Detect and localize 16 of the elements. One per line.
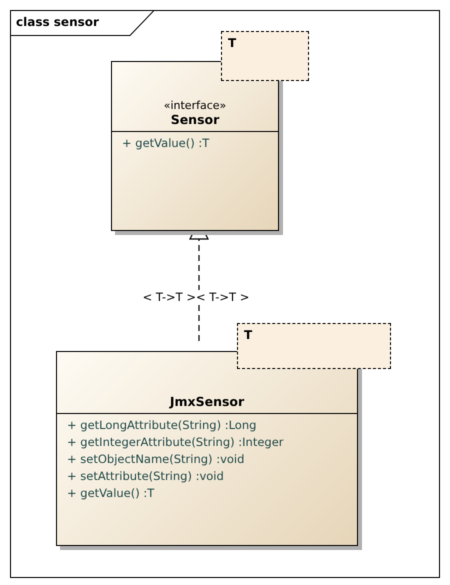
diagram-frame	[10, 10, 440, 578]
template-parameter-box	[237, 323, 391, 369]
operation: + getValue() :T	[66, 485, 156, 502]
class-name: JmxSensor	[168, 394, 246, 409]
frame-title: class sensor	[16, 15, 99, 29]
operation: + getIntegerAttribute(String) :Integer	[66, 434, 285, 451]
edge-label: < T->T >< T->T >	[140, 290, 252, 304]
template-parameter-box	[221, 31, 309, 81]
template-parameter: T	[244, 328, 252, 342]
operation: + setAttribute(String) :void	[66, 468, 225, 485]
operation: + setObjectName(String) :void	[66, 451, 246, 468]
operation: + getLongAttribute(String) :Long	[66, 417, 258, 434]
template-parameter: T	[228, 36, 236, 50]
operation: + getValue() :T	[121, 135, 210, 152]
class-name: Sensor	[170, 112, 220, 127]
stereotype: «interface»	[162, 99, 228, 112]
